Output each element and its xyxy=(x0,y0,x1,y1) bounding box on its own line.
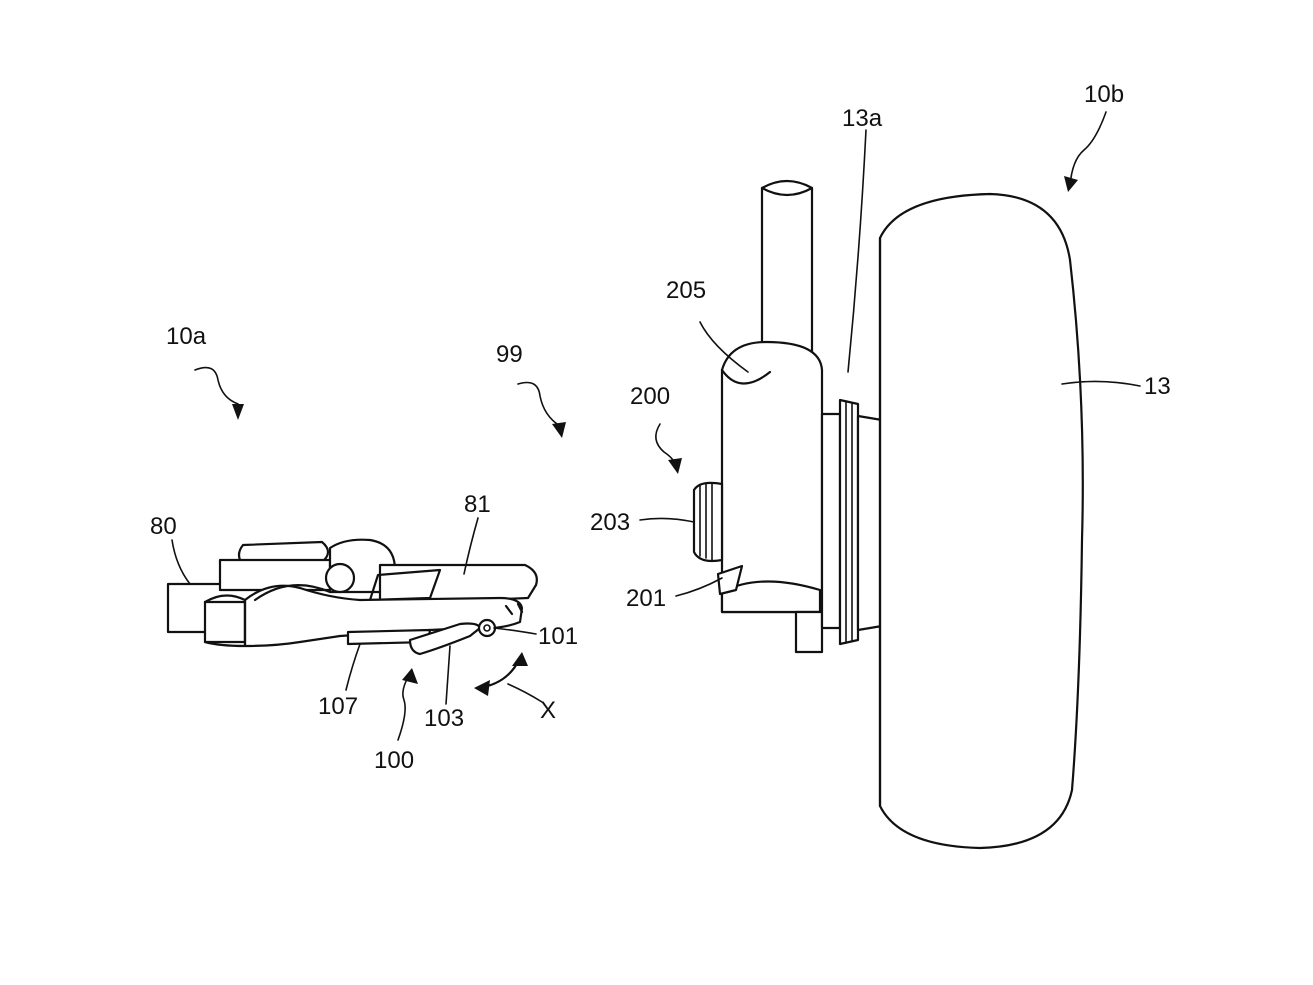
label-203: 203 xyxy=(590,509,630,536)
leader-101 xyxy=(493,627,537,635)
adapter-flange-grooves xyxy=(845,401,853,643)
leader-81 xyxy=(463,517,479,575)
wheel-tire xyxy=(878,192,1084,850)
rotation-arrowhead-right xyxy=(512,652,528,666)
leader-10b-head xyxy=(1064,176,1078,192)
leader-80 xyxy=(171,539,191,585)
leader-107 xyxy=(345,643,361,691)
pedal-assembly xyxy=(166,538,538,656)
reference-labels: 10a 99 80 81 101 107 103 100 X 200 205 2… xyxy=(150,81,1171,774)
adapter-post-top xyxy=(760,186,814,197)
label-205: 205 xyxy=(666,277,706,304)
pedal-pivot-pin-inner xyxy=(483,624,491,632)
pedal-top-plate xyxy=(378,563,538,606)
adapter-flange-inner xyxy=(820,412,842,630)
leader-x xyxy=(507,683,543,703)
label-107: 107 xyxy=(318,693,358,720)
leader-203 xyxy=(639,517,695,523)
leader-103 xyxy=(445,645,451,705)
label-80: 80 xyxy=(150,513,177,540)
leader-100 xyxy=(397,673,411,741)
pedal-lever xyxy=(408,622,482,656)
label-81: 81 xyxy=(464,491,491,518)
label-13: 13 xyxy=(1144,373,1171,400)
label-99: 99 xyxy=(496,341,523,368)
adapter-housing-arc xyxy=(720,368,772,385)
adapter-flange-ring xyxy=(838,398,860,646)
label-201: 201 xyxy=(626,585,666,612)
adapter-assembly xyxy=(692,179,884,654)
adapter-flange-outer xyxy=(856,414,884,632)
rotation-arrow-x xyxy=(474,652,528,696)
leader-lines xyxy=(171,111,1141,741)
label-101: 101 xyxy=(538,623,578,650)
leader-10b xyxy=(1069,111,1107,187)
label-x: X xyxy=(540,697,556,724)
leader-10a-head xyxy=(232,404,244,420)
leader-10a xyxy=(194,366,239,415)
leader-13a xyxy=(847,129,867,373)
label-10a: 10a xyxy=(166,323,207,350)
adapter-post xyxy=(760,179,814,362)
label-10b: 10b xyxy=(1084,81,1124,108)
label-103: 103 xyxy=(424,705,464,732)
pedal-spindle-end xyxy=(324,562,356,594)
label-100: 100 xyxy=(374,747,414,774)
adapter-bottom-block xyxy=(794,610,824,654)
rotation-arrowhead-left xyxy=(474,680,490,696)
pedal-body xyxy=(243,584,524,648)
leader-13 xyxy=(1061,380,1141,387)
pedal-tip-details xyxy=(504,602,524,616)
adapter-thread-lines xyxy=(699,483,713,561)
leader-99-head xyxy=(552,422,566,438)
leader-201 xyxy=(675,577,723,597)
leader-200-head xyxy=(668,458,682,474)
label-13a: 13a xyxy=(842,105,883,132)
leader-99 xyxy=(517,381,561,427)
leader-100-head xyxy=(402,668,418,684)
leader-205 xyxy=(699,321,749,373)
pedal-base-lower xyxy=(203,600,247,644)
adapter-threaded-knob xyxy=(692,481,724,563)
adapter-tab xyxy=(716,564,744,596)
adapter-housing xyxy=(720,340,824,614)
pedal-body-curve xyxy=(253,584,332,602)
wheel-assembly xyxy=(878,192,1084,850)
pedal-body-edge xyxy=(203,594,247,648)
label-200: 200 xyxy=(630,383,670,410)
pedal-pivot-pin xyxy=(477,618,497,638)
